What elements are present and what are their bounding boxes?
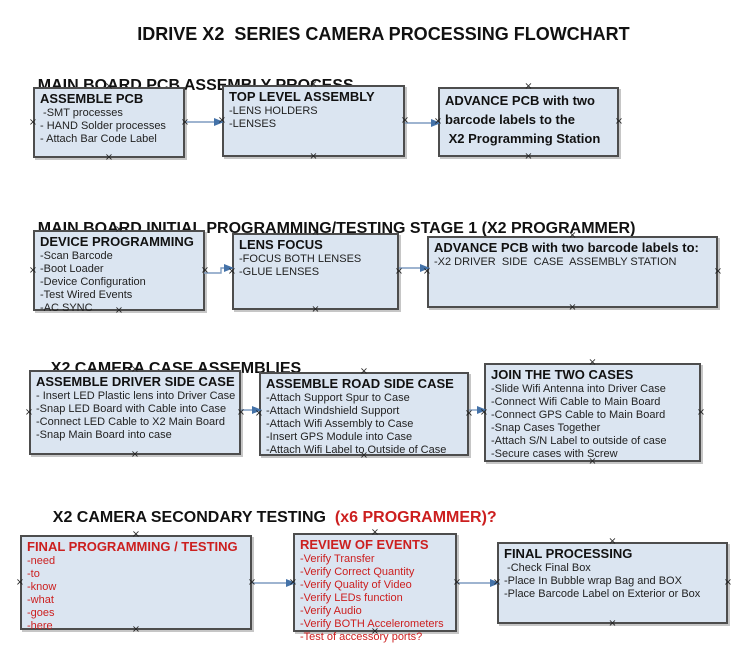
page-title: IDRIVE X2 SERIES CAMERA PROCESSING FLOWC… <box>137 24 630 44</box>
box-item: -Test Wired Events <box>40 289 133 301</box>
box-item: -Verify Audio <box>300 605 362 617</box>
box-item: -Connect Wifi Cable to Main Board <box>491 396 661 408</box>
box-item: -Verify Quality of Video <box>300 579 412 591</box>
box-title: ASSEMBLE ROAD SIDE CASE <box>266 376 454 391</box>
box-item: -Connect GPS Cable to Main Board <box>491 409 666 421</box>
box-item: -Snap Main Board into case <box>36 429 172 441</box>
box-item: -need <box>27 555 56 567</box>
box-title: DEVICE PROGRAMMING <box>40 234 194 249</box>
section-heading-secondary-testing: X2 CAMERA SECONDARY TESTING (x6 PROGRAMM… <box>35 491 497 545</box>
box-item: -Attach Support Spur to Case <box>266 392 410 404</box>
box-item: -Connect LED Cable to X2 Main Board <box>36 416 225 428</box>
box-item: -LENSES <box>229 118 277 130</box>
box-item: -Test of accessory ports? <box>300 631 423 643</box>
box-item: -GLUE LENSES <box>239 266 320 278</box>
box-title: JOIN THE TWO CASES <box>491 367 634 382</box>
box-item: -Attach S/N Label to outside of case <box>491 435 667 447</box>
section-heading-text: X2 CAMERA SECONDARY TESTING <box>52 509 326 526</box>
flow-box-review-of-events: REVIEW OF EVENTS -Verify Transfer -Verif… <box>293 533 457 643</box>
flow-box-assemble-road-side-case: ASSEMBLE ROAD SIDE CASE -Attach Support … <box>259 372 469 456</box>
box-title: ADVANCE PCB with two barcode labels to: <box>434 240 699 255</box>
box-item: - Attach Bar Code Label <box>40 133 157 145</box>
box-item: -AC SYNC <box>40 302 93 314</box>
box-item: -Place Barcode Label on Exterior or Box <box>504 588 701 600</box>
flow-box-advance-pcb-programming-station: ADVANCE PCB with two barcode labels to t… <box>438 87 619 157</box>
box-item: - Insert LED Plastic lens into Driver Ca… <box>36 390 236 402</box>
flow-box-device-programming: DEVICE PROGRAMMING -Scan Barcode -Boot L… <box>33 230 205 314</box>
flow-box-lens-focus: LENS FOCUS -FOCUS BOTH LENSES -GLUE LENS… <box>232 233 399 310</box>
flow-box-assemble-driver-side-case: ASSEMBLE DRIVER SIDE CASE - Insert LED P… <box>29 370 241 455</box>
box-item: -Verify Correct Quantity <box>300 566 415 578</box>
box-item: -Scan Barcode <box>40 250 113 262</box>
box-title: FINAL PROGRAMMING / TESTING <box>27 539 238 554</box>
box-item: - HAND Solder processes <box>40 120 166 132</box>
box-title: FINAL PROCESSING <box>504 546 633 561</box>
box-title: ASSEMBLE DRIVER SIDE CASE <box>36 374 235 389</box>
box-item: -Verify Transfer <box>300 553 375 565</box>
box-item: -Device Configuration <box>40 276 146 288</box>
box-item: -FOCUS BOTH LENSES <box>239 253 362 265</box>
box-item: -Boot Loader <box>40 263 104 275</box>
box-item: -Verify LEDs function <box>300 592 403 604</box>
box-item: -goes <box>27 607 55 619</box>
flow-box-assemble-pcb: ASSEMBLE PCB -SMT processes - HAND Solde… <box>33 87 185 158</box>
box-item: -Verify BOTH Accelerometers <box>300 618 444 630</box>
box-item: -Secure cases with Screw <box>491 448 618 460</box>
flow-box-join-the-two-cases: JOIN THE TWO CASES -Slide Wifi Antenna i… <box>484 363 701 462</box>
box-item: -Check Final Box <box>504 562 591 574</box>
box-item: -Attach Wifi Label to Outside of Case <box>266 444 447 456</box>
box-item: -know <box>27 581 57 593</box>
box-item: -SMT processes <box>40 107 123 119</box>
box-item: -here <box>27 620 53 632</box>
box-item: X2 Programming Station <box>445 131 601 146</box>
box-title: ADVANCE PCB with two <box>445 93 595 108</box>
box-item: -Attach Windshield Support <box>266 405 400 417</box>
box-item: -Snap Cases Together <box>491 422 601 434</box>
box-item: -what <box>27 594 54 606</box>
box-title: LENS FOCUS <box>239 237 323 252</box>
box-title: TOP LEVEL ASSEMBLY <box>229 89 375 104</box>
box-item: -to <box>27 568 40 580</box>
flow-box-final-processing: FINAL PROCESSING -Check Final Box -Place… <box>497 542 728 624</box>
box-item: -Insert GPS Module into Case <box>266 431 413 443</box>
arrow-connector <box>204 264 234 274</box>
box-item: -LENS HOLDERS <box>229 105 318 117</box>
box-item: -Snap LED Board with Cable into Case <box>36 403 227 415</box>
flow-box-top-level-assembly: TOP LEVEL ASSEMBLY -LENS HOLDERS -LENSES <box>222 85 405 157</box>
box-title: REVIEW OF EVENTS <box>300 537 429 552</box>
box-item: -Attach Wifi Assembly to Case <box>266 418 414 430</box>
box-item: -Place In Bubble wrap Bag and BOX <box>504 575 682 587</box>
box-title: ASSEMBLE PCB <box>40 91 144 106</box>
box-item: -Slide Wifi Antenna into Driver Case <box>491 383 666 395</box>
flow-box-advance-pcb-driver-side: ADVANCE PCB with two barcode labels to: … <box>427 236 718 308</box>
box-item: -X2 DRIVER SIDE CASE ASSEMBLY STATION <box>434 256 677 268</box>
section-heading-suffix: (x6 PROGRAMMER)? <box>326 509 497 526</box>
flow-box-final-programming-testing: FINAL PROGRAMMING / TESTING -need -to -k… <box>20 535 252 632</box>
box-item: barcode labels to the <box>445 112 576 127</box>
